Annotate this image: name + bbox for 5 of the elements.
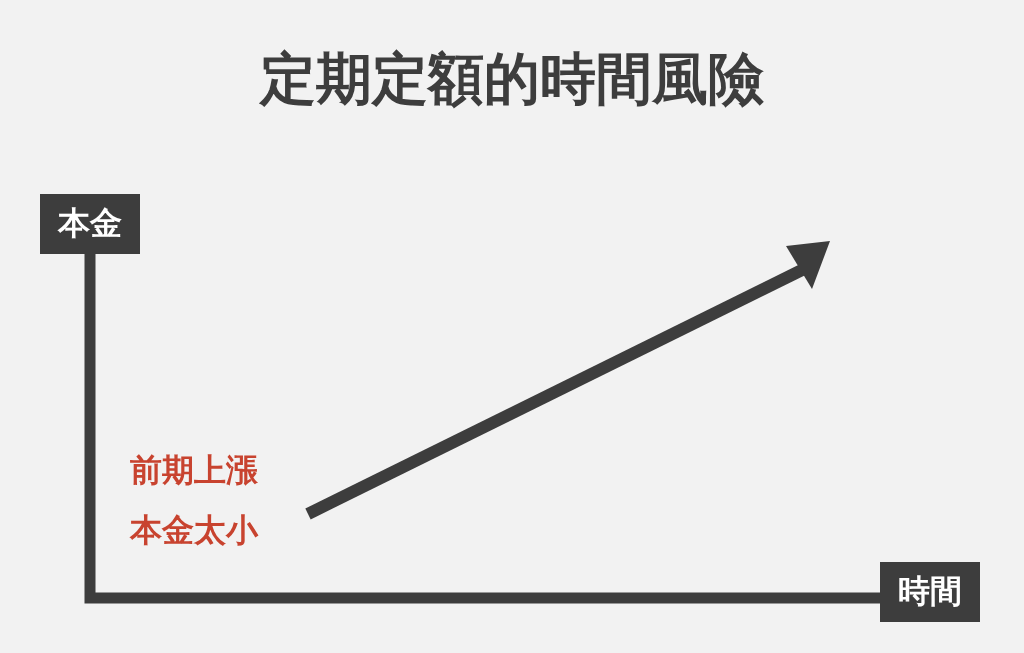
axis-label-box: 本金 (40, 194, 140, 254)
note-text: 本金太小 (130, 510, 258, 550)
title: 定期定額的時間風險 (260, 46, 764, 111)
note-text: 前期上漲 (130, 450, 258, 490)
axis-label-box: 時間 (880, 562, 980, 622)
